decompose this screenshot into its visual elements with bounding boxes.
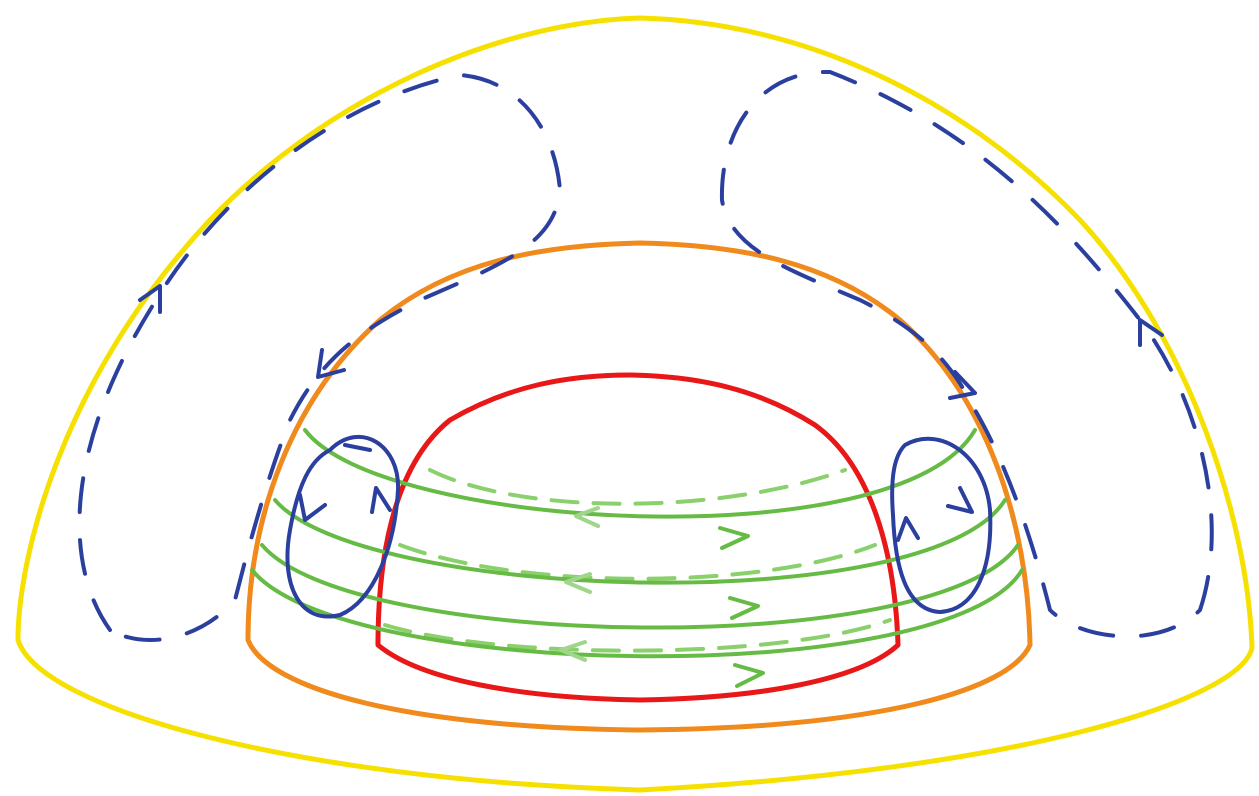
toroidal-back-arrows [561, 508, 598, 660]
outer-flow-arrows [140, 286, 1162, 398]
inner-loop-left-arrows [300, 488, 390, 520]
inner-loop-right-arrows [898, 488, 972, 540]
outer-flow-right [722, 72, 1212, 636]
outer-shell [18, 18, 1252, 790]
toroidal-field-front [252, 430, 1022, 656]
toroidal-arrows [720, 528, 763, 686]
